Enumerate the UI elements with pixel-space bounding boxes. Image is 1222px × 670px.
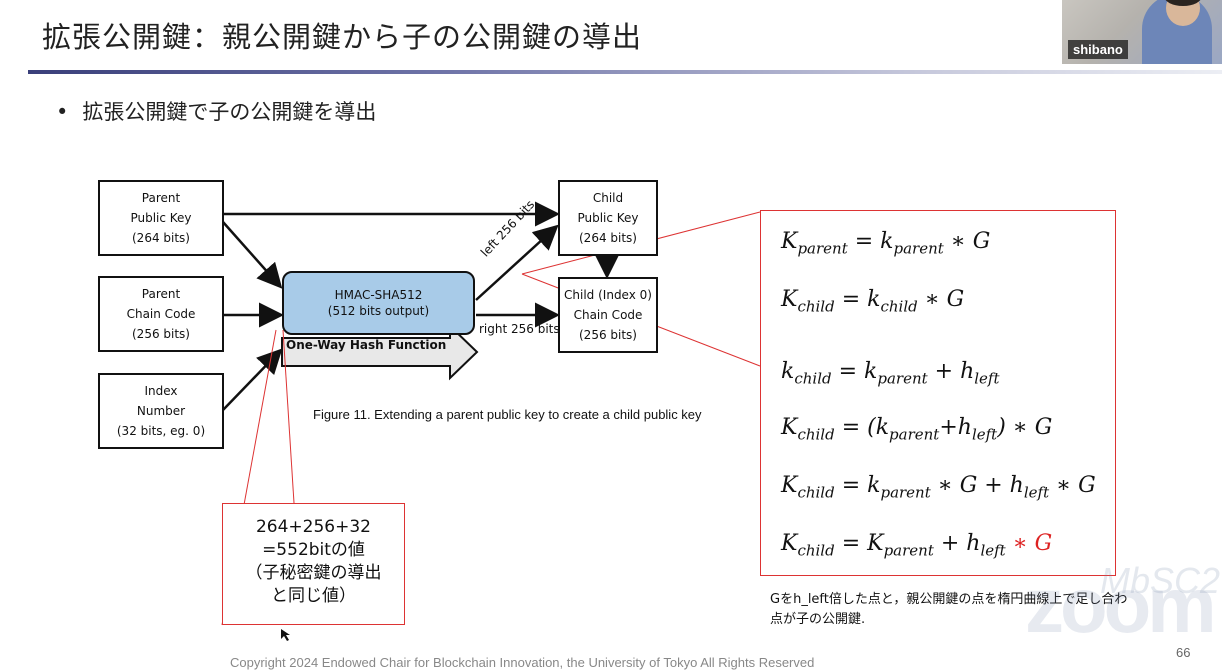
figure-caption: Figure 11. Extending a parent public key… <box>313 407 702 422</box>
parent-chain-code-box: Parent Chain Code (256 bits) <box>98 276 224 352</box>
page-number: 66 <box>1176 645 1191 660</box>
formula-4: Kchild = (kparent+hleft) ∗ G <box>781 415 1053 444</box>
parent-chain-code-line1: Parent <box>141 287 181 301</box>
bit-sum-callout: 264+256+32 =552bitの値 （子秘密鍵の導出 と同じ値） <box>222 503 405 625</box>
note-line1: Gをh_left倍した点と，親公開鍵の点を楕円曲線上で足し合わ <box>770 592 1128 607</box>
mouse-cursor-icon <box>281 629 290 641</box>
arrow-key-to-hmac <box>222 221 283 289</box>
callout-line1: 264+256+32 <box>255 517 371 537</box>
callout-line2: =552bitの値 <box>262 540 365 560</box>
note-line2: 点が子の公開鍵. <box>770 612 866 627</box>
one-way-arrow-shape <box>281 323 479 381</box>
parent-chain-code-line3: (256 bits) <box>132 327 190 341</box>
formula-3: kchild = kparent + hleft <box>781 359 1000 388</box>
child-chain-code-line3: (256 bits) <box>579 328 637 342</box>
participant-video[interactable]: shibano <box>1062 0 1222 64</box>
callout-line4: と同じ値） <box>271 586 356 606</box>
child-public-key-line1: Child <box>592 191 624 205</box>
bullet-text: 拡張公開鍵で子の公開鍵を導出 <box>82 100 377 124</box>
formula-5: Kchild = kparent ∗ G + hleft ∗ G <box>781 473 1096 502</box>
formula-box: Kparent = kparent ∗ G Kchild = kchild ∗ … <box>760 210 1116 576</box>
parent-chain-code-line2: Chain Code <box>126 307 196 321</box>
parent-public-key-line3: (264 bits) <box>132 231 190 245</box>
index-number-line2: Number <box>136 404 186 418</box>
red-callout-right <box>282 329 295 504</box>
formula-2: Kchild = kchild ∗ G <box>781 287 965 316</box>
bullet-dot: • <box>56 100 69 124</box>
one-way-hash-label: One-Way Hash Function <box>286 338 447 352</box>
participant-hair <box>1164 0 1202 6</box>
callout-line3: （子秘密鍵の導出 <box>245 563 382 583</box>
arrow-index-to-hmac <box>222 348 283 411</box>
bullet-item: • 拡張公開鍵で子の公開鍵を導出 <box>56 96 376 126</box>
formula-6: Kchild = Kparent + hleft ∗ G <box>781 531 1053 560</box>
right-bits-label: right 256 bits <box>479 322 560 336</box>
parent-public-key-line2: Public Key <box>130 211 192 225</box>
child-public-key-line3: (264 bits) <box>579 231 637 245</box>
child-public-key-box: Child Public Key (264 bits) <box>558 180 658 256</box>
slide-title: 拡張公開鍵：親公開鍵から子の公開鍵の導出 <box>42 20 643 54</box>
child-chain-code-line1: Child (Index 0) <box>564 288 652 302</box>
hmac-line1: HMAC-SHA512 <box>334 288 423 302</box>
hmac-box: HMAC-SHA512 (512 bits output) <box>282 271 475 335</box>
formula-1: Kparent = kparent ∗ G <box>781 229 991 258</box>
index-number-line1: Index <box>144 384 178 398</box>
child-public-key-line2: Public Key <box>577 211 639 225</box>
copyright-footer: Copyright 2024 Endowed Chair for Blockch… <box>230 655 815 670</box>
parent-public-key-box: Parent Public Key (264 bits) <box>98 180 224 256</box>
participant-name: shibano <box>1068 40 1128 59</box>
explanation-note: Gをh_left倍した点と，親公開鍵の点を楕円曲線上で足し合わ 点が子の公開鍵. <box>770 590 1127 630</box>
zoom-watermark: zoom <box>1025 561 1217 649</box>
child-chain-code-box: Child (Index 0) Chain Code (256 bits) <box>558 277 658 353</box>
index-number-box: Index Number (32 bits, eg. 0) <box>98 373 224 449</box>
mbsc-watermark: MbSC2 <box>1100 560 1221 601</box>
parent-public-key-line1: Parent <box>141 191 181 205</box>
index-number-line3: (32 bits, eg. 0) <box>116 424 206 438</box>
arrow-left-bits <box>475 224 559 301</box>
child-chain-code-line2: Chain Code <box>573 308 643 322</box>
title-divider <box>28 70 1222 74</box>
hmac-line2: (512 bits output) <box>327 304 430 318</box>
